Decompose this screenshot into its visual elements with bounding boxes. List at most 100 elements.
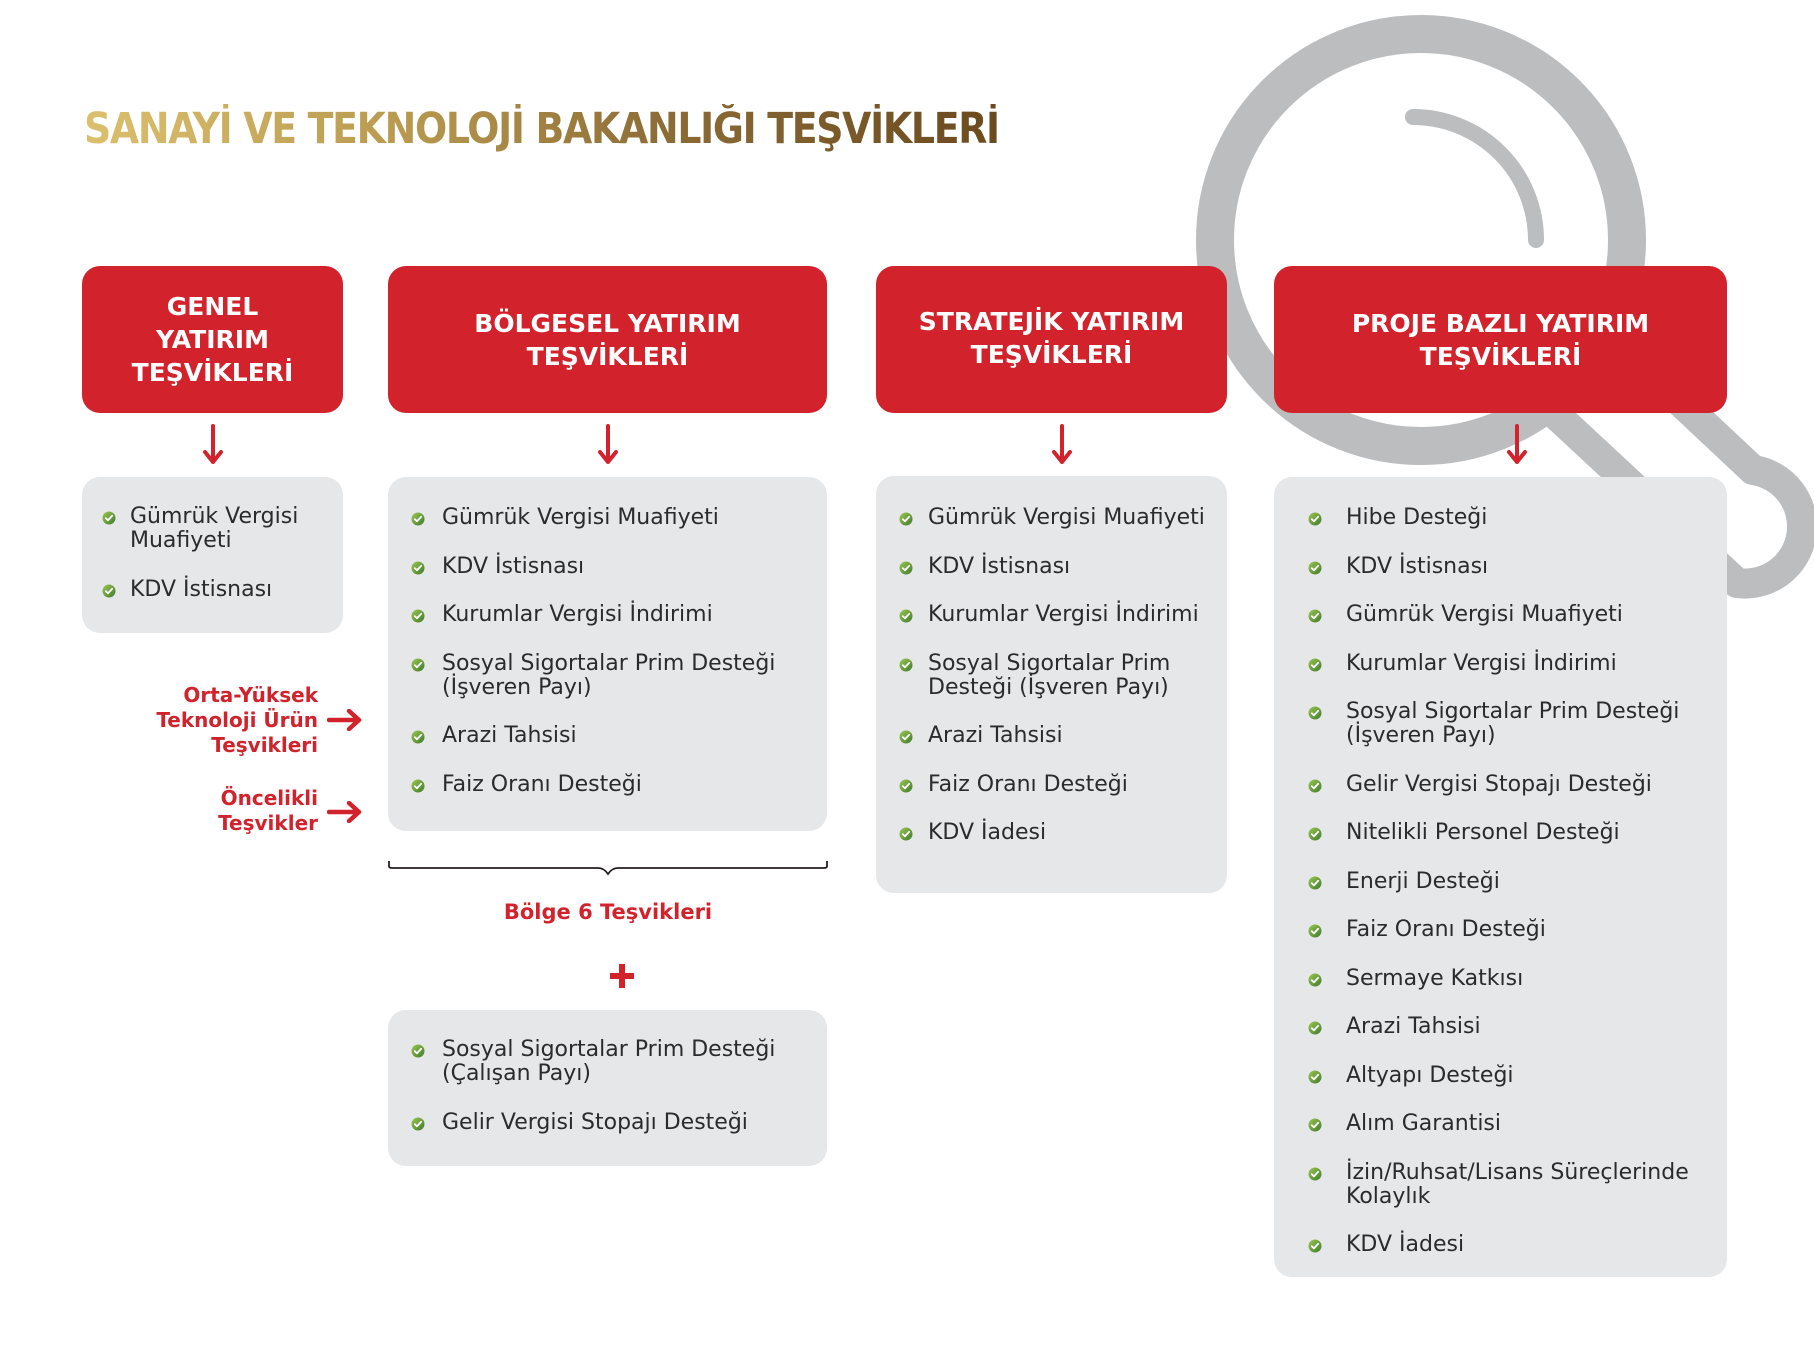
list-item: KDV İadesi <box>899 820 1047 845</box>
arrow-right-icon <box>327 709 362 731</box>
list-item: KDV İstisnası <box>899 553 1071 579</box>
side-label-line: Orta-Yüksek <box>183 683 318 707</box>
list-item-text: Muafiyeti <box>130 528 232 553</box>
list-item-text: Gümrük Vergisi <box>130 504 299 529</box>
list-item: Kurumlar Vergisi İndirimi <box>411 603 713 627</box>
list-item: Altyapı Desteği <box>1308 1063 1514 1088</box>
list-item-text: Faiz Oranı Desteği <box>928 771 1128 797</box>
list-item-text: KDV İadesi <box>928 820 1047 845</box>
magnifier-ring <box>1196 15 1646 465</box>
list-item-text: İzin/Ruhsat/Lisans Süreçlerinde <box>1346 1159 1689 1185</box>
list-item: Kurumlar Vergisi İndirimi <box>1308 650 1617 676</box>
check-circle-icon <box>899 658 913 671</box>
list-item-text: Faiz Oranı Desteği <box>1346 917 1546 942</box>
check-circle-icon <box>899 779 913 792</box>
list-item-text: KDV İstisnası <box>442 553 585 579</box>
arrow-down-icon <box>598 424 618 464</box>
arrow-right-icon <box>327 801 362 823</box>
check-circle-icon <box>1308 1167 1322 1180</box>
check-circle-icon <box>1308 779 1322 792</box>
check-circle-icon <box>411 512 425 526</box>
side-label-line: Teşvikleri <box>211 733 318 757</box>
list-item: Sosyal Sigortalar Prim Desteği(İşveren P… <box>411 651 775 700</box>
header-title-line: TEŞVİKLERİ <box>970 340 1133 369</box>
header-title-line: YATIRIM <box>156 325 269 354</box>
list-item: Gelir Vergisi Stopajı Desteği <box>411 1109 748 1135</box>
side-label-orta-yuksek: Orta-Yüksek Teknoloji Ürün Teşvikleri <box>156 683 318 758</box>
check-circle-icon <box>1308 512 1322 526</box>
list-item: Sosyal Sigortalar Prim Desteği(İşveren P… <box>1308 700 1679 748</box>
list-item: Sosyal Sigortalar Prim Desteği(Çalışan P… <box>411 1037 776 1086</box>
list-item-text: Faiz Oranı Desteği <box>442 771 642 797</box>
check-circle-icon <box>1308 1239 1322 1253</box>
check-circle-icon <box>1308 924 1322 938</box>
check-circle-icon <box>899 730 913 744</box>
panel-bolge6-extra-items: Sosyal Sigortalar Prim Desteği(Çalışan P… <box>388 1010 827 1166</box>
check-circle-icon <box>1308 1070 1322 1083</box>
check-circle-icon <box>102 584 116 597</box>
list-item: Alım Garantisi <box>1308 1112 1501 1136</box>
list-item-text: Arazi Tahsisi <box>928 723 1063 748</box>
header-stratejik-yatirim: STRATEJİK YATIRIM TEŞVİKLERİ <box>876 266 1227 413</box>
side-label-line: Öncelikli <box>220 786 318 810</box>
check-circle-icon <box>1308 876 1322 889</box>
check-circle-icon <box>411 730 425 744</box>
list-item: Sermaye Katkısı <box>1308 966 1523 991</box>
list-item: Arazi Tahsisi <box>899 723 1063 748</box>
curly-bracket <box>388 861 828 876</box>
header-title-line: STRATEJİK YATIRIM <box>918 307 1185 336</box>
side-labels: Orta-Yüksek Teknoloji Ürün Teşvikleri Ön… <box>100 0 318 1361</box>
list-item-text: Arazi Tahsisi <box>1346 1014 1481 1039</box>
check-circle-icon <box>1308 1118 1322 1132</box>
list-item-text: (İşveren Payı) <box>442 674 592 700</box>
header-title-line: TEŞVİKLERİ <box>131 358 294 387</box>
list-item-text: Kurumlar Vergisi İndirimi <box>928 602 1199 627</box>
list-item-text: KDV İadesi <box>1346 1232 1465 1257</box>
list-item-text: Sosyal Sigortalar Prim Desteği <box>442 1037 776 1062</box>
check-circle-icon <box>102 511 116 525</box>
list-item-text: Sosyal Sigortalar Prim <box>928 650 1171 676</box>
check-circle-icon <box>899 512 913 526</box>
header-title-line: GENEL <box>166 292 259 321</box>
list-item-text: KDV İstisnası <box>928 553 1071 579</box>
list-item-text: Kurumlar Vergisi İndirimi <box>1346 650 1617 676</box>
list-item: Gümrük Vergisi Muafiyeti <box>1308 602 1623 627</box>
arrow-down-icon <box>203 424 223 464</box>
list-item: Faiz Oranı Desteği <box>1308 917 1546 942</box>
side-label-line: Teşvikler <box>218 811 318 835</box>
list-item-text: Gümrük Vergisi Muafiyeti <box>928 505 1205 530</box>
list-item: KDV İadesi <box>1308 1232 1465 1257</box>
header-title-line: PROJE BAZLI YATIRIM <box>1351 308 1650 338</box>
list-item-text: Gümrük Vergisi Muafiyeti <box>442 505 719 530</box>
check-circle-icon <box>411 1117 425 1130</box>
list-item: Gelir Vergisi Stopajı Desteği <box>1308 772 1652 797</box>
header-title-line: TEŞVİKLERİ <box>526 341 689 371</box>
list-item: Gümrük Vergisi Muafiyeti <box>411 505 719 530</box>
check-circle-icon <box>1308 706 1322 720</box>
arrow-down-icon <box>1052 424 1072 464</box>
list-item: Faiz Oranı Desteği <box>899 771 1128 797</box>
bolge-6-label: Bölge 6 Teşvikleri <box>503 900 713 924</box>
header-title-line: BÖLGESEL YATIRIM <box>474 308 741 338</box>
magnifier-handle <box>1525 349 1814 599</box>
check-circle-icon <box>899 827 913 841</box>
list-item: Faiz Oranı Desteği <box>411 771 642 797</box>
list-item-text: Gümrük Vergisi Muafiyeti <box>1346 602 1623 627</box>
list-item-text: KDV İstisnası <box>1346 553 1489 579</box>
list-item-text: Gelir Vergisi Stopajı Desteği <box>442 1109 748 1135</box>
list-item: KDV İstisnası <box>411 553 585 579</box>
arrow-down-icon <box>1507 424 1527 464</box>
list-item-text: Arazi Tahsisi <box>442 723 577 748</box>
list-item: Nitelikli Personel Desteği <box>1308 821 1620 845</box>
list-item: KDV İstisnası <box>102 577 272 602</box>
check-circle-icon <box>411 609 425 623</box>
list-item: Arazi Tahsisi <box>411 723 577 748</box>
